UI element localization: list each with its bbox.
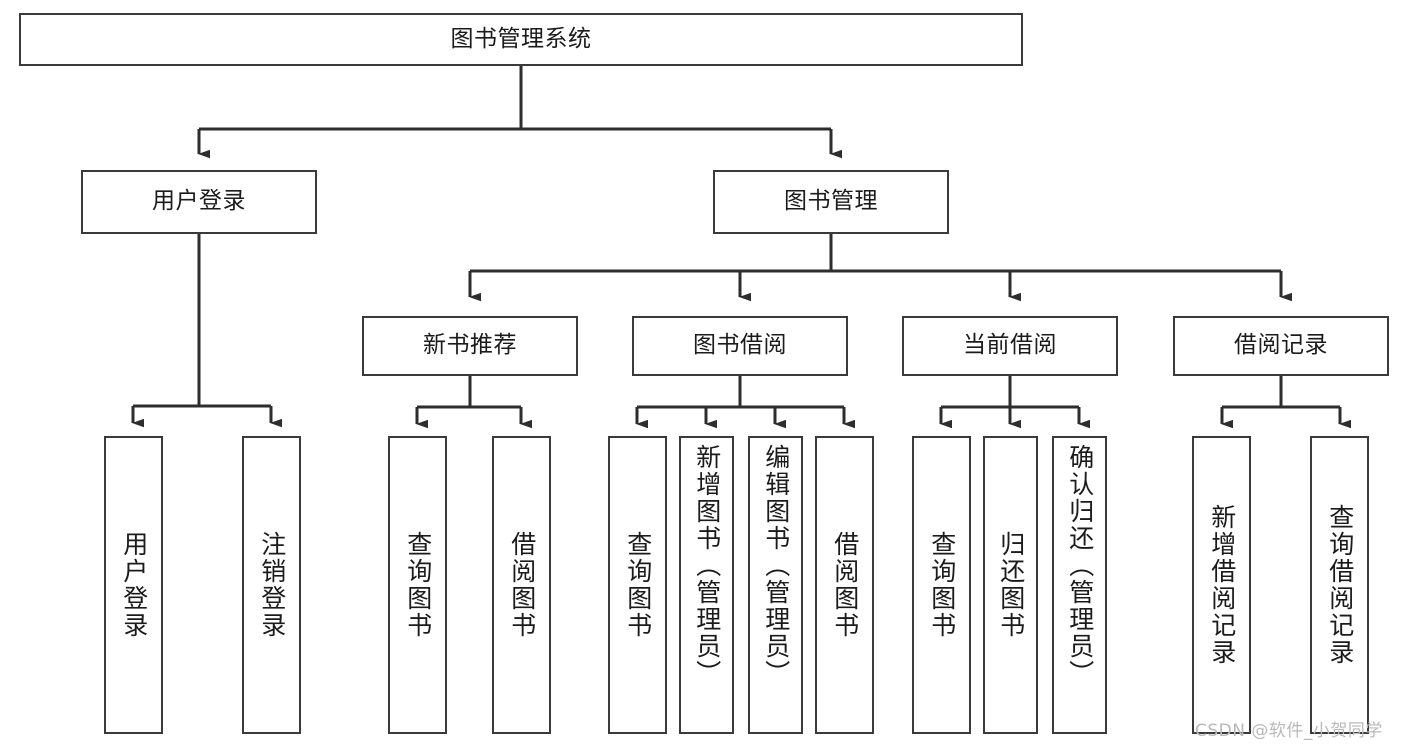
node-root-book-management-system[interactable]: 图书管理系统 bbox=[19, 13, 1023, 66]
leaf-new-book-borrow[interactable]: 借阅图书 bbox=[492, 436, 551, 734]
leaf-label: 用户登录 bbox=[119, 531, 149, 639]
node-new-book-recommend[interactable]: 新书推荐 bbox=[362, 316, 578, 376]
node-label: 图书管理 bbox=[784, 188, 878, 215]
leaf-book-borrow-add[interactable]: 新增图书（管理员） bbox=[679, 436, 734, 734]
node-label: 图书借阅 bbox=[693, 332, 787, 359]
leaf-label: 注销登录 bbox=[257, 531, 287, 639]
node-current-borrow[interactable]: 当前借阅 bbox=[902, 316, 1118, 376]
node-label: 新书推荐 bbox=[423, 332, 517, 359]
leaf-borrow-record-query[interactable]: 查询借阅记录 bbox=[1310, 436, 1369, 734]
watermark-text: CSDN @软件_小贺同学 bbox=[1195, 721, 1383, 741]
leaf-current-borrow-return[interactable]: 归还图书 bbox=[983, 436, 1038, 734]
leaf-book-borrow-edit[interactable]: 编辑图书（管理员） bbox=[748, 436, 803, 734]
leaf-current-borrow-confirm-return[interactable]: 确认归还（管理员） bbox=[1052, 436, 1107, 734]
leaf-user-login-signout[interactable]: 注销登录 bbox=[242, 436, 301, 734]
node-label: 借阅记录 bbox=[1234, 332, 1328, 359]
leaf-book-borrow-query[interactable]: 查询图书 bbox=[608, 436, 667, 734]
leaf-label: 查询图书 bbox=[927, 531, 957, 639]
leaf-label: 借阅图书 bbox=[507, 531, 537, 639]
leaf-label: 编辑图书（管理员） bbox=[761, 444, 791, 687]
leaf-label: 查询图书 bbox=[403, 531, 433, 639]
leaf-label: 查询图书 bbox=[623, 531, 653, 639]
node-label: 用户登录 bbox=[152, 188, 246, 215]
leaf-label: 查询借阅记录 bbox=[1325, 504, 1355, 666]
node-label: 图书管理系统 bbox=[450, 25, 592, 52]
node-user-login[interactable]: 用户登录 bbox=[81, 170, 317, 234]
leaf-book-borrow-borrow[interactable]: 借阅图书 bbox=[815, 436, 874, 734]
leaf-label: 借阅图书 bbox=[830, 531, 860, 639]
leaf-borrow-record-add[interactable]: 新增借阅记录 bbox=[1192, 436, 1251, 734]
leaf-label: 新增图书（管理员） bbox=[692, 444, 722, 687]
node-book-borrow[interactable]: 图书借阅 bbox=[632, 316, 848, 376]
node-book-management[interactable]: 图书管理 bbox=[713, 170, 949, 234]
leaf-user-login-signin[interactable]: 用户登录 bbox=[104, 436, 163, 734]
leaf-new-book-query[interactable]: 查询图书 bbox=[388, 436, 447, 734]
leaf-label: 确认归还（管理员） bbox=[1065, 444, 1095, 687]
node-borrow-record[interactable]: 借阅记录 bbox=[1173, 316, 1389, 376]
leaf-label: 归还图书 bbox=[996, 531, 1026, 639]
node-label: 当前借阅 bbox=[963, 332, 1057, 359]
leaf-current-borrow-query[interactable]: 查询图书 bbox=[912, 436, 971, 734]
leaf-label: 新增借阅记录 bbox=[1207, 504, 1237, 666]
